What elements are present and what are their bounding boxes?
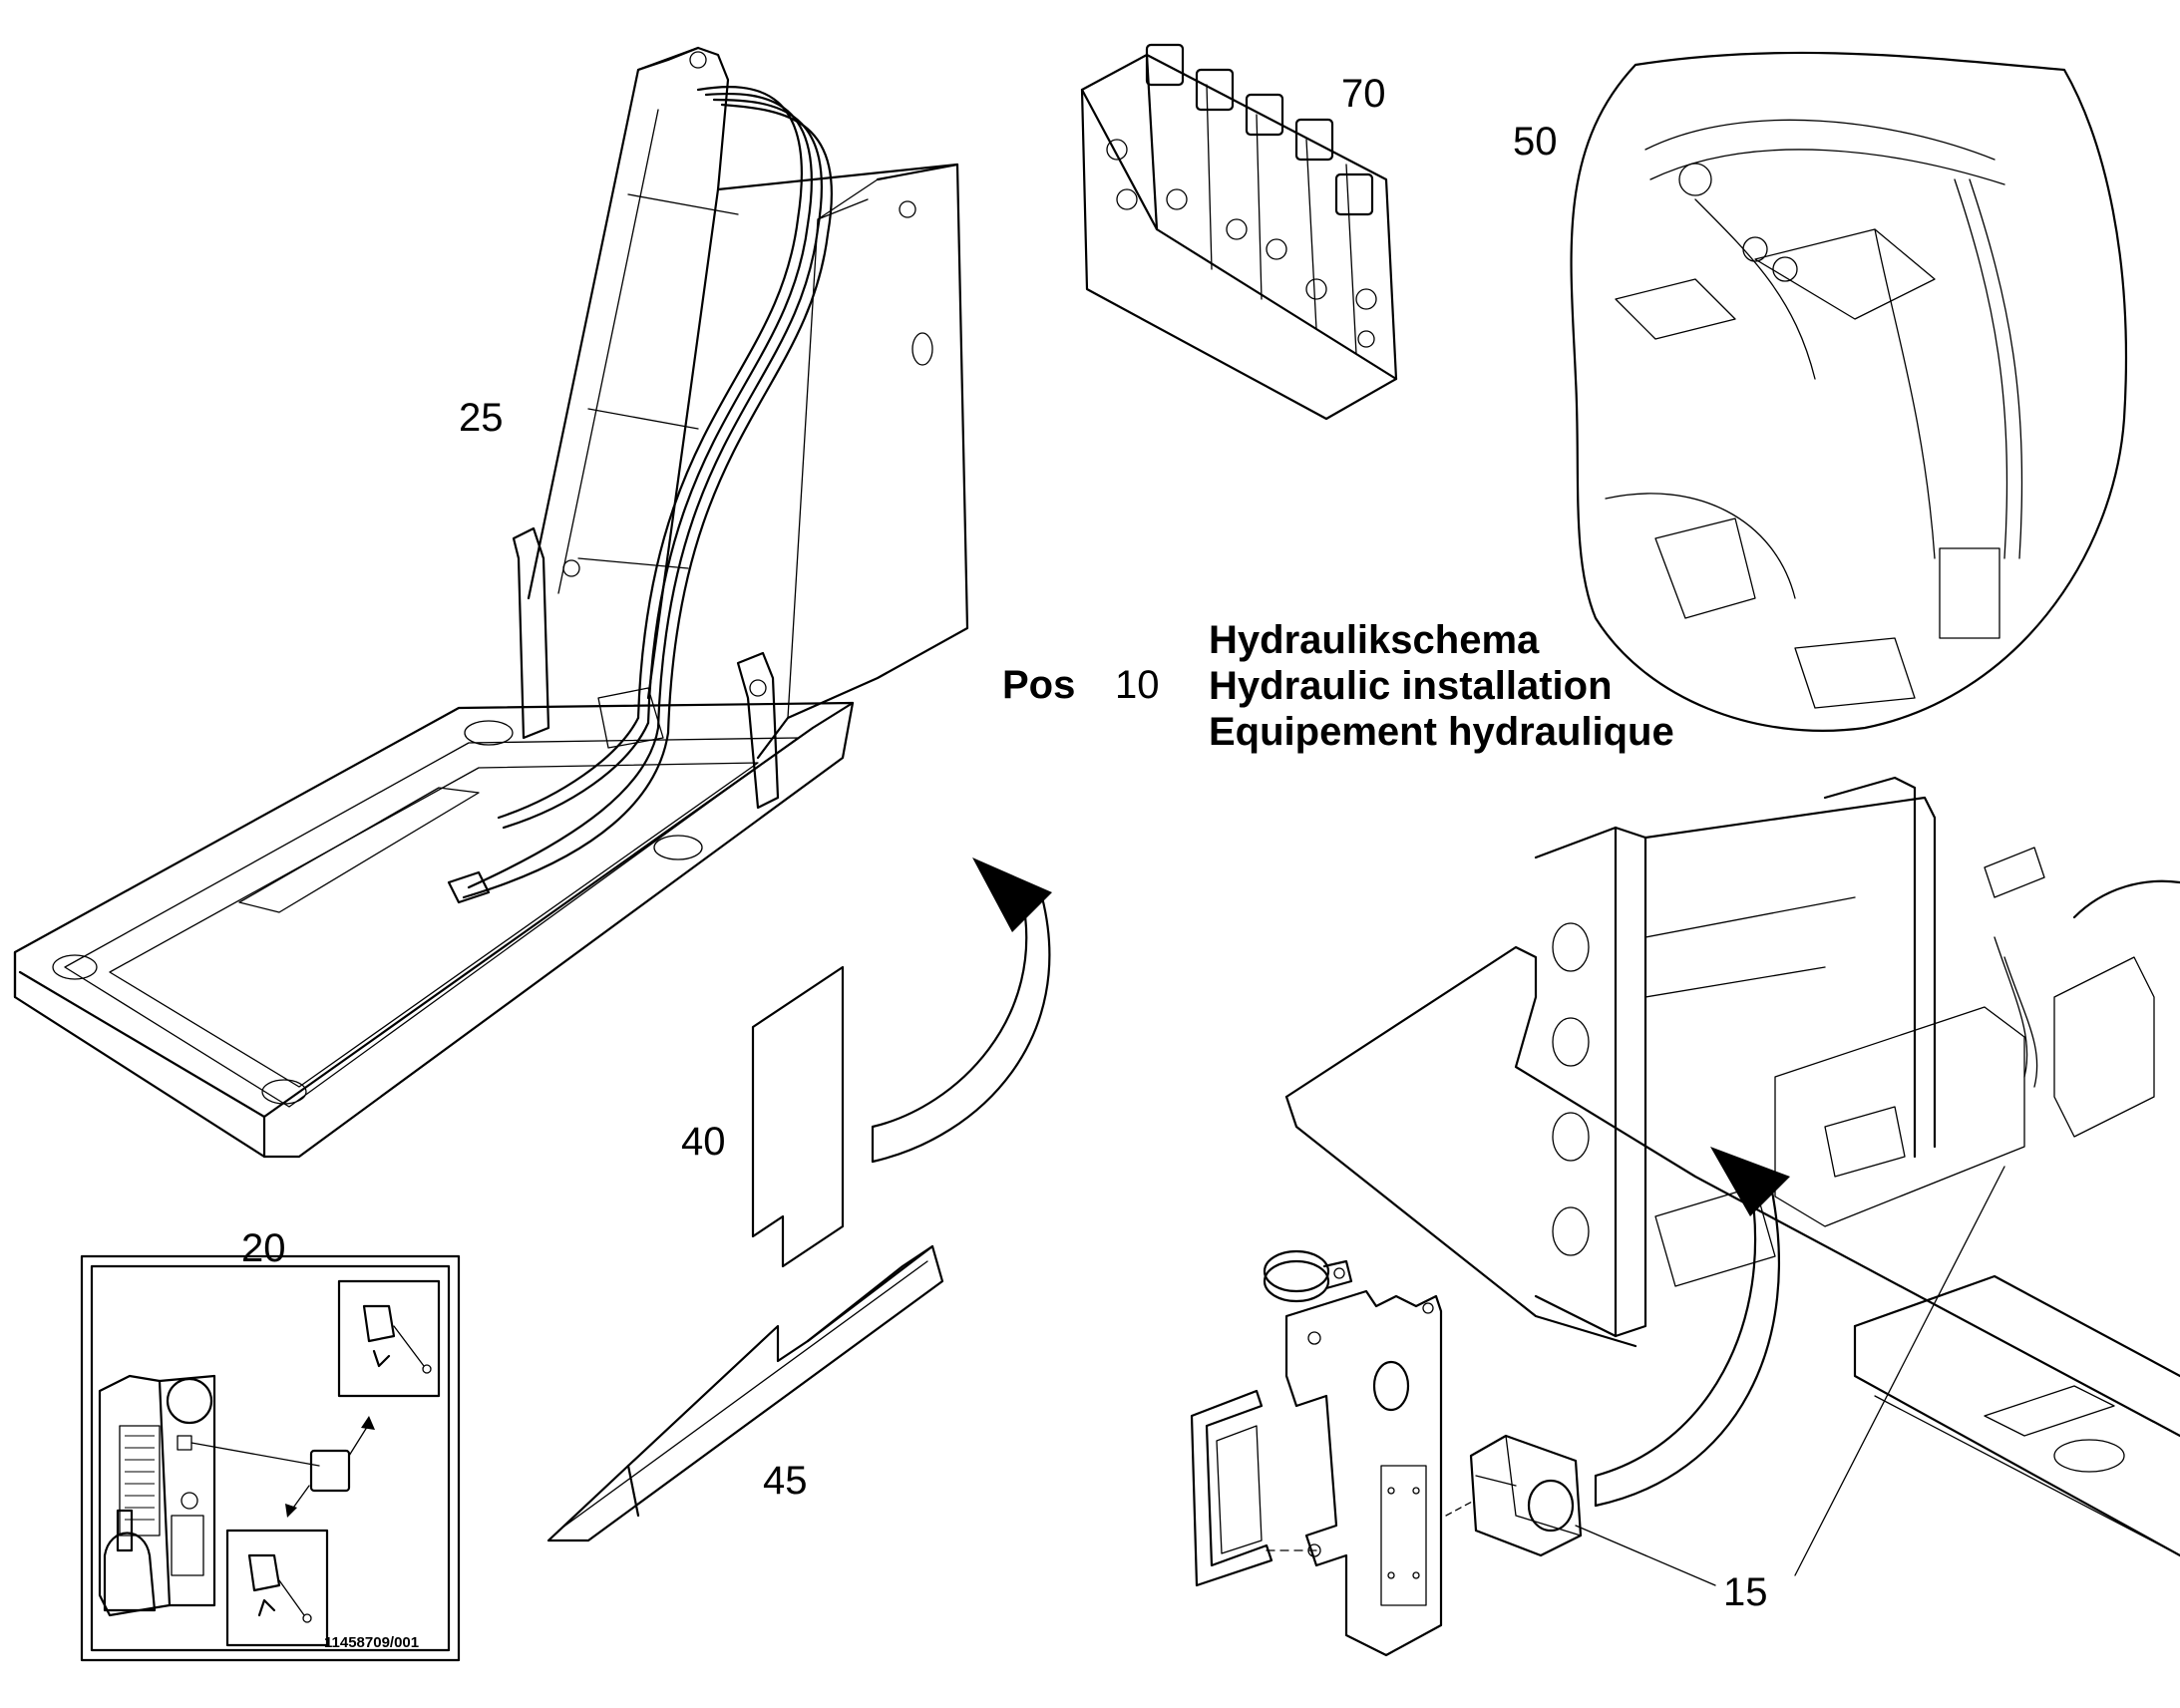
- installed-frame-view: [1284, 776, 2180, 1557]
- title-german: Hydraulikschema: [1209, 618, 1540, 662]
- callout-50: 50: [1513, 120, 1558, 164]
- callout-40: 40: [681, 1120, 726, 1164]
- pos-label: Pos: [1002, 663, 1075, 707]
- pos-number: 10: [1115, 663, 1160, 707]
- callout-labels: 25 70 50 40 45 20 15: [241, 72, 1768, 1614]
- connector-bracket-15: [1190, 1166, 2005, 1657]
- assembly-arrow-lower: [1594, 1147, 1790, 1508]
- callout-25: 25: [459, 396, 504, 440]
- callout-15: 15: [1723, 1570, 1768, 1614]
- seat-console-frame: [13, 46, 969, 1159]
- operating-decal-20: [80, 1254, 461, 1662]
- title-english: Hydraulic installation: [1209, 664, 1613, 708]
- channel-bracket-45: [546, 1244, 944, 1542]
- callout-20: 20: [241, 1226, 286, 1270]
- title-french: Equipement hydraulique: [1209, 710, 1674, 754]
- control-valve-block: [1080, 43, 1398, 421]
- callout-45: 45: [763, 1459, 808, 1503]
- cover-plate-40: [751, 965, 845, 1268]
- callout-70: 70: [1341, 72, 1386, 116]
- decal-code: 11458709/001: [324, 1634, 419, 1651]
- installed-hydraulic-view: [1570, 51, 2128, 732]
- title-block: Pos 10 Hydraulikschema Hydraulic install…: [1002, 618, 1674, 754]
- assembly-arrow-upper: [871, 857, 1052, 1164]
